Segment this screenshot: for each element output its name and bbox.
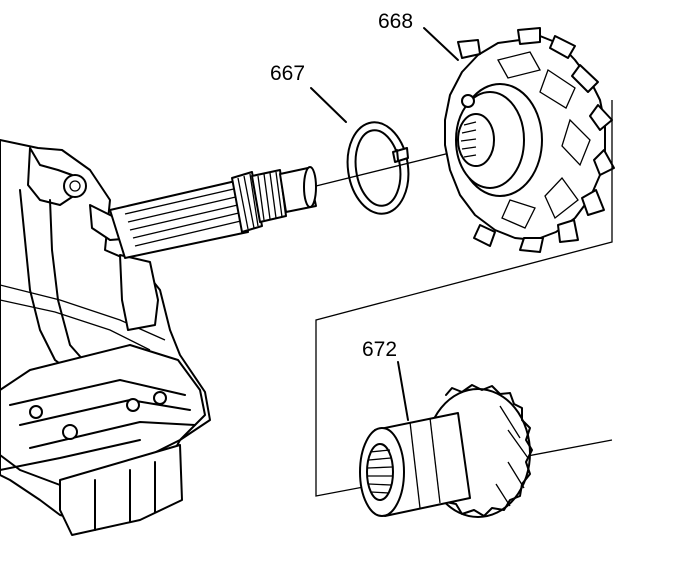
gear-part: [359, 384, 533, 518]
assembly-centerline: [315, 147, 471, 187]
leader-668: [423, 27, 459, 61]
leader-672: [397, 361, 409, 421]
transmission-housing: [0, 139, 211, 536]
output-shaft: [109, 166, 317, 259]
leader-667: [310, 87, 347, 123]
callout-667: 667: [270, 62, 305, 85]
callout-672: 672: [362, 338, 397, 361]
callout-668: 668: [378, 10, 413, 33]
sprocket-hub-part: [444, 27, 615, 253]
snap-ring-part: [346, 121, 410, 215]
